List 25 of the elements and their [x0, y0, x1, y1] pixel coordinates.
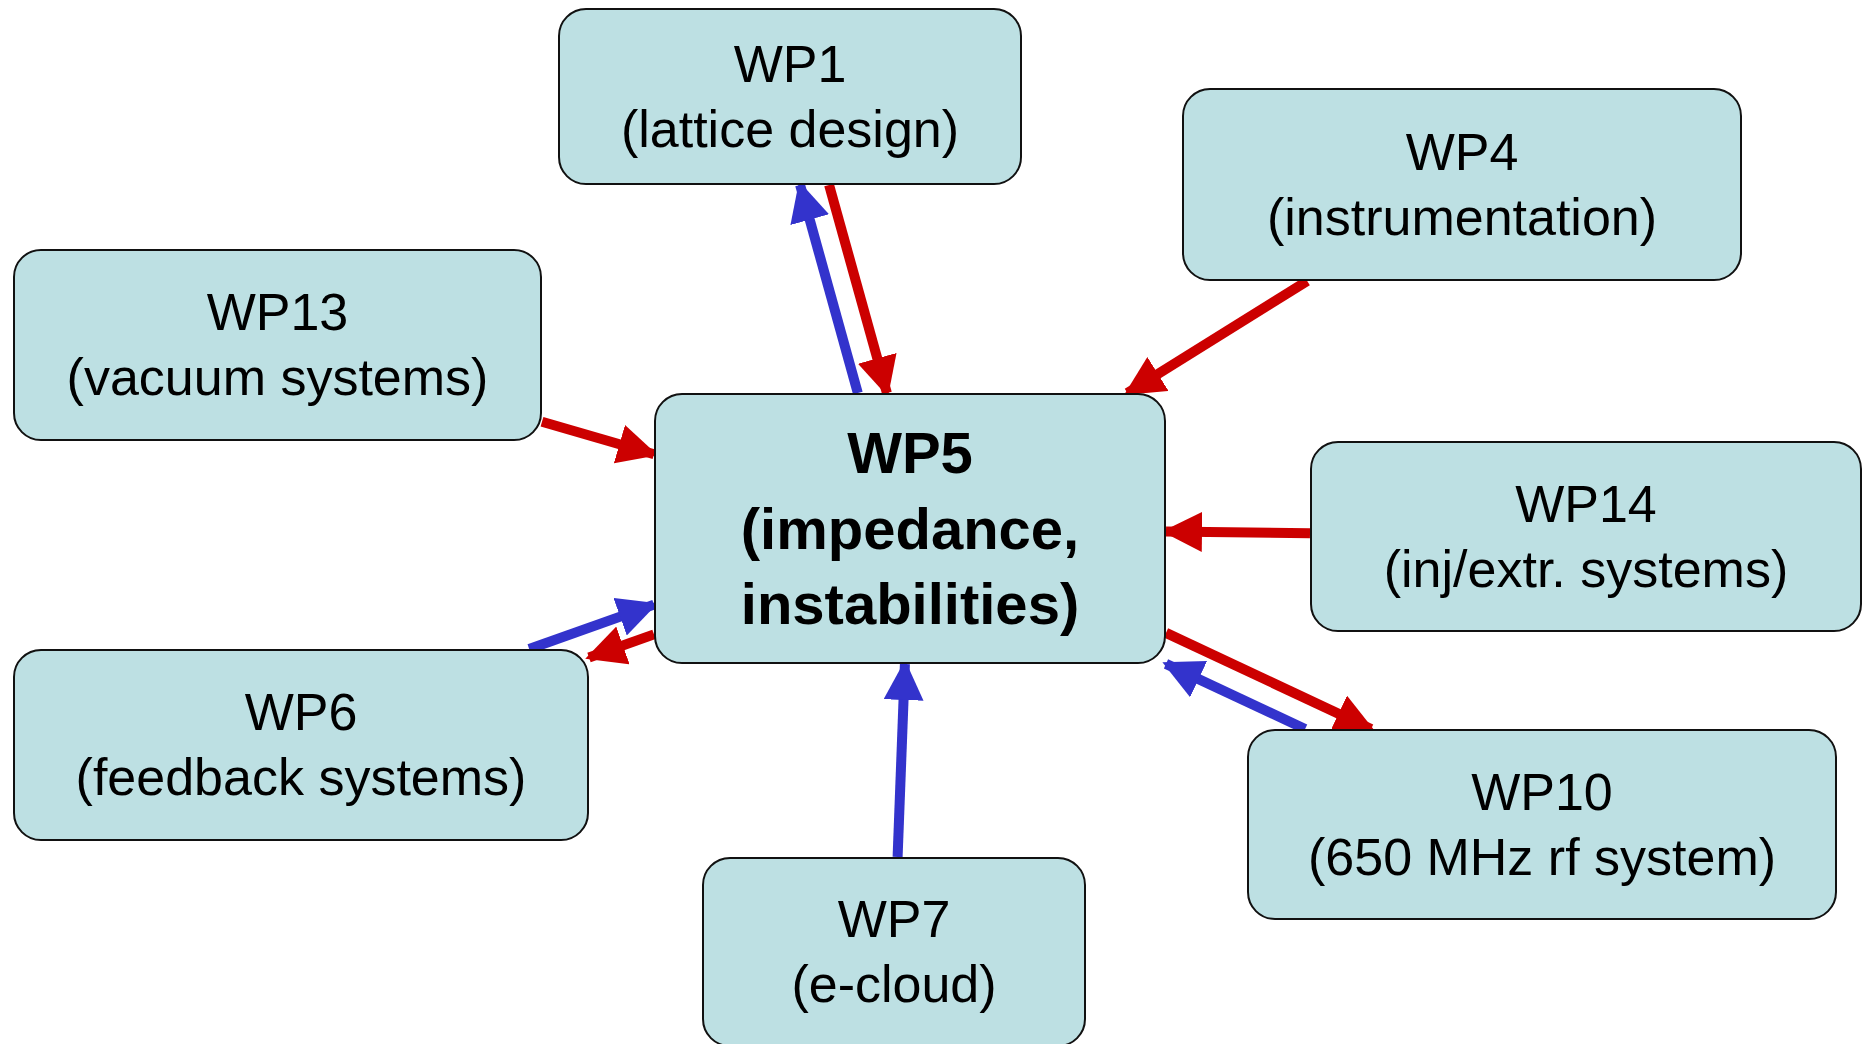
package-description: (feedback systems) [75, 747, 527, 808]
work-package-box [1247, 729, 1837, 920]
package-description: (inj/extr. systems) [1383, 538, 1789, 600]
work-package-box [1182, 88, 1742, 281]
arrow [585, 626, 656, 665]
work-package-box [558, 8, 1022, 185]
work-package-box [1310, 441, 1862, 632]
package-description: (e-cloud) [791, 954, 997, 1015]
work-package-box [13, 249, 542, 441]
package-description: (vacuum systems) [66, 347, 489, 408]
package-description: (lattice design) [620, 98, 960, 160]
package-title: WP5 [847, 419, 973, 488]
work-package-box [13, 649, 589, 841]
work-package-box [702, 857, 1086, 1044]
package-description: (impedance, instabilities) [739, 494, 1081, 639]
work-package-box [654, 393, 1166, 664]
package-title: WP4 [1405, 121, 1519, 183]
package-title: WP13 [206, 282, 349, 343]
package-title: WP14 [1515, 473, 1657, 535]
package-title: WP1 [733, 33, 847, 95]
package-description: (instrumentation) [1266, 186, 1658, 248]
package-title: WP10 [1471, 761, 1613, 823]
package-title: WP7 [837, 889, 951, 950]
package-description: (650 MHz rf system) [1307, 826, 1777, 888]
package-title: WP6 [244, 682, 358, 743]
